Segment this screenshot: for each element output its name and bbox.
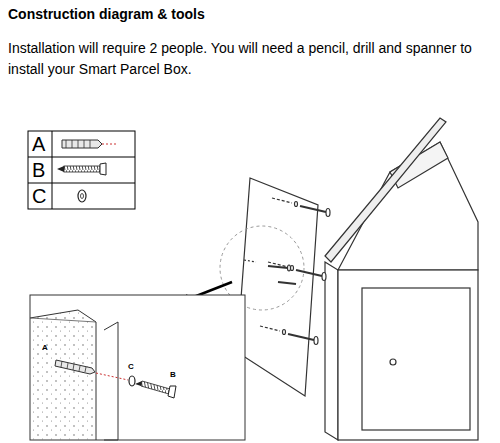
screw-set	[244, 198, 330, 345]
table-letter: B	[32, 158, 45, 182]
callout-letter: C	[128, 362, 134, 371]
table-letter: C	[32, 184, 46, 208]
callout-letter: A	[42, 343, 48, 352]
wall-plug-icon	[62, 140, 118, 148]
table-letter: A	[32, 132, 45, 156]
heading: Construction diagram & tools	[8, 6, 205, 22]
detail-inset	[30, 295, 245, 440]
parts-table	[28, 131, 135, 209]
washer-icon	[78, 190, 86, 202]
screw-icon	[57, 163, 106, 175]
back-panel	[237, 178, 318, 396]
intro-text: Installation will require 2 people. You …	[8, 38, 478, 80]
callout-letter: B	[170, 370, 176, 379]
parcel-box	[325, 118, 478, 440]
